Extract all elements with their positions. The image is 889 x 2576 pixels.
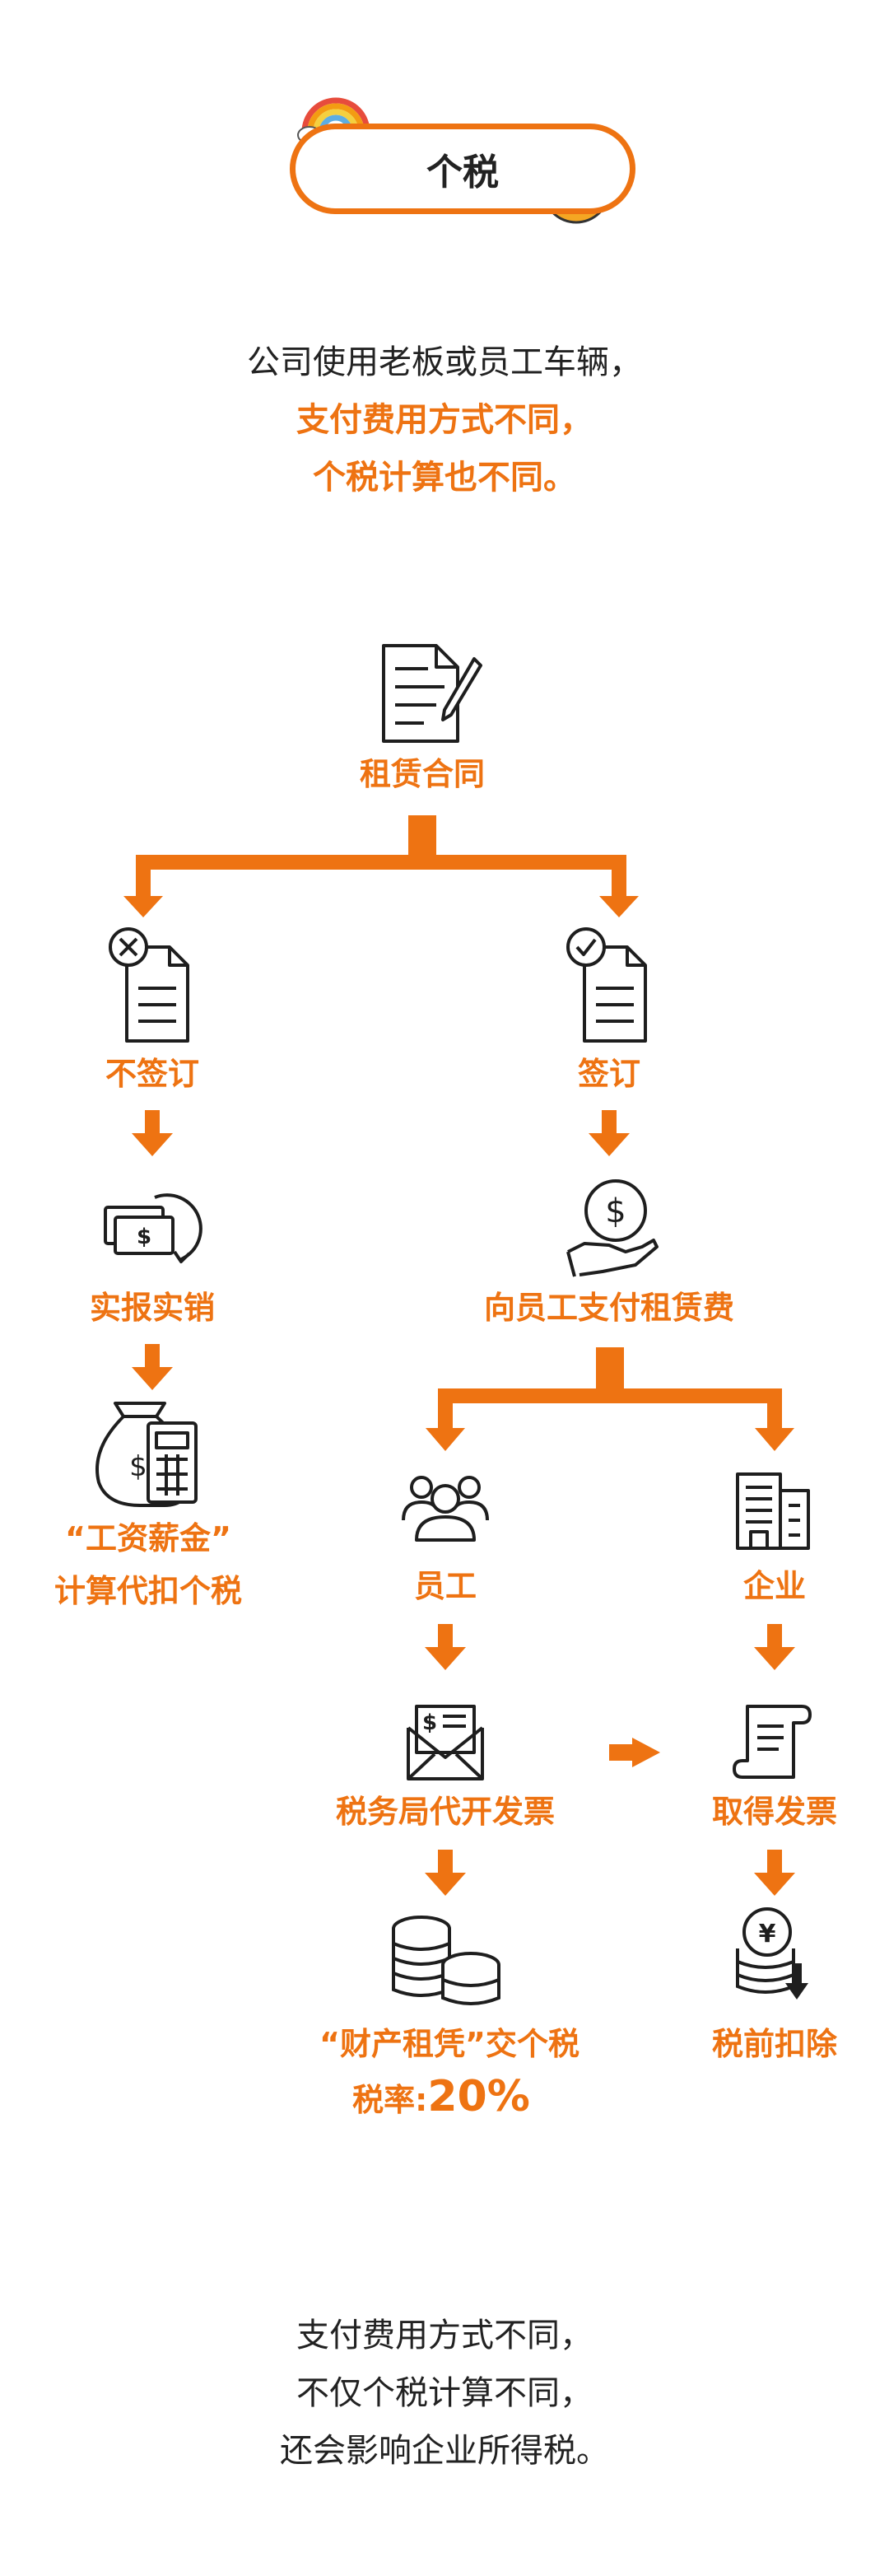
receipt-scroll-icon xyxy=(733,1705,812,1779)
node-tax-bureau-invoice: 税务局代开发票 xyxy=(335,1794,556,1830)
node-obtain-invoice: 取得发票 xyxy=(711,1794,838,1830)
coins-icon xyxy=(392,1916,500,2005)
invoice-envelope-icon: $ xyxy=(407,1705,484,1780)
node-pay-rent-employee: 向员工支付租赁费 xyxy=(483,1290,735,1326)
money-bag-calculator-icon: $ xyxy=(95,1402,198,1507)
svg-text:$: $ xyxy=(129,1450,147,1483)
svg-text:$: $ xyxy=(422,1710,437,1735)
outro-line-2: 不仅个税计算不同， xyxy=(296,2374,593,2412)
node-withhold-tax: 计算代扣个税 xyxy=(54,1573,243,1609)
tax-rate-label: 税率: xyxy=(352,2082,428,2118)
intro-line-1: 公司使用老板或员工车辆， xyxy=(247,343,642,381)
people-icon xyxy=(402,1476,489,1542)
tax-rate-line: 税率:20% xyxy=(352,2075,530,2118)
intro-line-3: 个税计算也不同。 xyxy=(313,459,576,497)
svg-text:$: $ xyxy=(605,1192,626,1230)
contract-icon xyxy=(382,644,482,743)
cash-icon: $ xyxy=(104,1193,202,1263)
dollar-hand-icon: $ xyxy=(566,1179,659,1277)
page-title: 个税 xyxy=(426,152,499,194)
tax-rate-value: 20% xyxy=(427,2072,530,2121)
building-icon xyxy=(736,1472,810,1550)
node-signed: 签订 xyxy=(577,1056,641,1092)
yen-coins-icon: ¥ xyxy=(736,1907,808,2000)
svg-text:¥: ¥ xyxy=(759,1920,776,1948)
node-salary-label: “工资薪金” xyxy=(65,1520,231,1556)
node-enterprise: 企业 xyxy=(742,1568,807,1604)
node-pretax-deduction: 税前扣除 xyxy=(711,2026,838,2062)
sign-doc-icon xyxy=(566,927,647,1043)
outro-line-3: 还会影响企业所得税。 xyxy=(280,2432,609,2470)
node-reimbursement: 实报实销 xyxy=(89,1290,216,1326)
node-lease-contract: 租赁合同 xyxy=(359,756,486,792)
connectors xyxy=(123,815,795,1896)
intro-line-2: 支付费用方式不同， xyxy=(296,401,593,439)
title-pill: 个税 xyxy=(290,124,635,214)
no-sign-doc-icon xyxy=(109,927,189,1043)
node-property-lease-tax: “财产租凭”交个税 xyxy=(319,2026,579,2062)
node-employee: 员工 xyxy=(413,1568,477,1604)
svg-text:$: $ xyxy=(137,1225,151,1249)
outro-line-1: 支付费用方式不同， xyxy=(296,2317,593,2354)
node-not-signed: 不签订 xyxy=(105,1056,200,1092)
